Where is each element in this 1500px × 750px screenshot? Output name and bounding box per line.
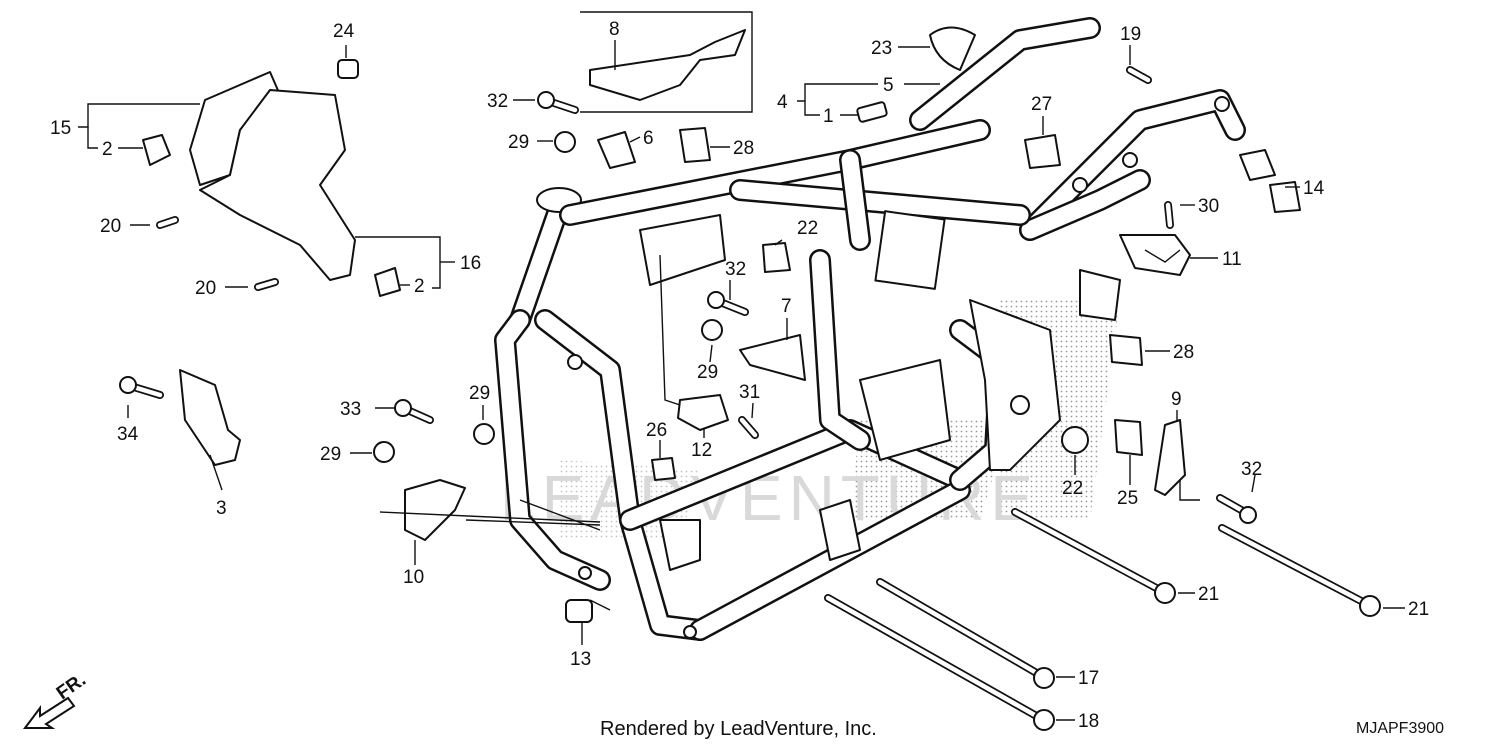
callout-1: 1 <box>823 106 834 127</box>
callout-4: 4 <box>777 92 788 113</box>
callout-16: 16 <box>460 253 481 274</box>
leader-lines <box>78 11 1405 721</box>
callout-17: 17 <box>1078 668 1099 689</box>
loose-parts <box>119 26 1381 731</box>
part-nut-29b <box>701 319 723 341</box>
callout-23: 23 <box>871 38 892 59</box>
part-grommet-22b <box>1061 426 1089 454</box>
callout-32: 32 <box>487 91 508 112</box>
callout-28: 28 <box>733 138 754 159</box>
part-bracket-3 <box>179 369 241 466</box>
callout-labels: 24 8 23 19 15 2 32 29 6 28 4 5 1 27 14 2… <box>50 19 1429 732</box>
part-grommet-22a <box>762 242 791 273</box>
callout-29: 29 <box>508 132 529 153</box>
front-direction-indicator: FR. <box>23 669 90 729</box>
callout-18: 18 <box>1078 711 1099 732</box>
callout-24: 24 <box>333 21 355 42</box>
part-nut-29a <box>554 131 576 153</box>
callout-14: 14 <box>1303 178 1325 199</box>
callout-12: 12 <box>691 440 712 461</box>
callout-30: 30 <box>1198 196 1219 217</box>
render-credit: Rendered by LeadVenture, Inc. <box>600 718 877 740</box>
callout-8: 8 <box>609 19 620 40</box>
diagram-code: MJAPF3900 <box>1356 720 1445 737</box>
callout-29: 29 <box>469 383 490 404</box>
part-cover-16 <box>199 89 356 281</box>
part-hook-14b <box>1269 181 1301 213</box>
part-clamp-23 <box>929 26 976 71</box>
part-clip-28b <box>1109 334 1143 366</box>
callout-32: 32 <box>725 259 746 280</box>
callout-21: 21 <box>1408 599 1429 620</box>
callout-29: 29 <box>697 362 718 383</box>
callout-5: 5 <box>883 75 894 96</box>
callout-28: 28 <box>1173 342 1194 363</box>
callout-19: 19 <box>1120 24 1141 45</box>
callout-20: 20 <box>195 278 216 299</box>
part-bracket-7 <box>739 334 806 381</box>
callout-9: 9 <box>1171 389 1182 410</box>
bolt-heads <box>119 91 1381 731</box>
callout-31: 31 <box>739 382 760 403</box>
part-collar-24 <box>337 59 359 79</box>
callout-22: 22 <box>797 218 818 239</box>
arrow-left-down-icon <box>23 696 76 729</box>
part-grommet-2b <box>374 267 401 297</box>
front-label: FR. <box>53 669 90 704</box>
part-pad-1 <box>856 101 888 123</box>
callout-13: 13 <box>570 649 591 670</box>
part-clip-26 <box>651 457 676 481</box>
callout-33: 33 <box>340 399 361 420</box>
callout-34: 34 <box>117 424 139 445</box>
long-bolts <box>824 508 1369 722</box>
part-bracket-10 <box>404 479 466 541</box>
callout-7: 7 <box>781 296 792 317</box>
callout-22: 22 <box>1062 478 1083 499</box>
callout-29: 29 <box>320 444 341 465</box>
part-collar-13 <box>565 599 593 623</box>
callout-6: 6 <box>643 128 654 149</box>
callout-21: 21 <box>1198 584 1219 605</box>
part-hook-14a <box>1239 149 1276 181</box>
callout-25: 25 <box>1117 488 1138 509</box>
callout-2: 2 <box>102 139 113 160</box>
callout-26: 26 <box>646 420 667 441</box>
part-bracket-11 <box>1119 234 1191 276</box>
callout-27: 27 <box>1031 94 1052 115</box>
callout-2: 2 <box>414 276 425 297</box>
part-bracket-8 <box>589 29 746 101</box>
part-bracket-12 <box>677 394 729 431</box>
part-bracket-6 <box>597 131 636 169</box>
main-frame <box>494 17 1246 641</box>
callout-20: 20 <box>100 216 121 237</box>
part-clamp-27 <box>1024 134 1061 169</box>
callout-15: 15 <box>50 118 71 139</box>
part-clip-25 <box>1114 419 1143 456</box>
part-grommet-2a <box>142 134 171 166</box>
part-clip-28a <box>679 127 711 163</box>
callout-32: 32 <box>1241 459 1262 480</box>
part-nut-29c <box>473 423 495 445</box>
callout-3: 3 <box>216 498 227 519</box>
callout-10: 10 <box>403 567 424 588</box>
part-nut-29d <box>373 441 395 463</box>
callout-11: 11 <box>1222 249 1242 270</box>
